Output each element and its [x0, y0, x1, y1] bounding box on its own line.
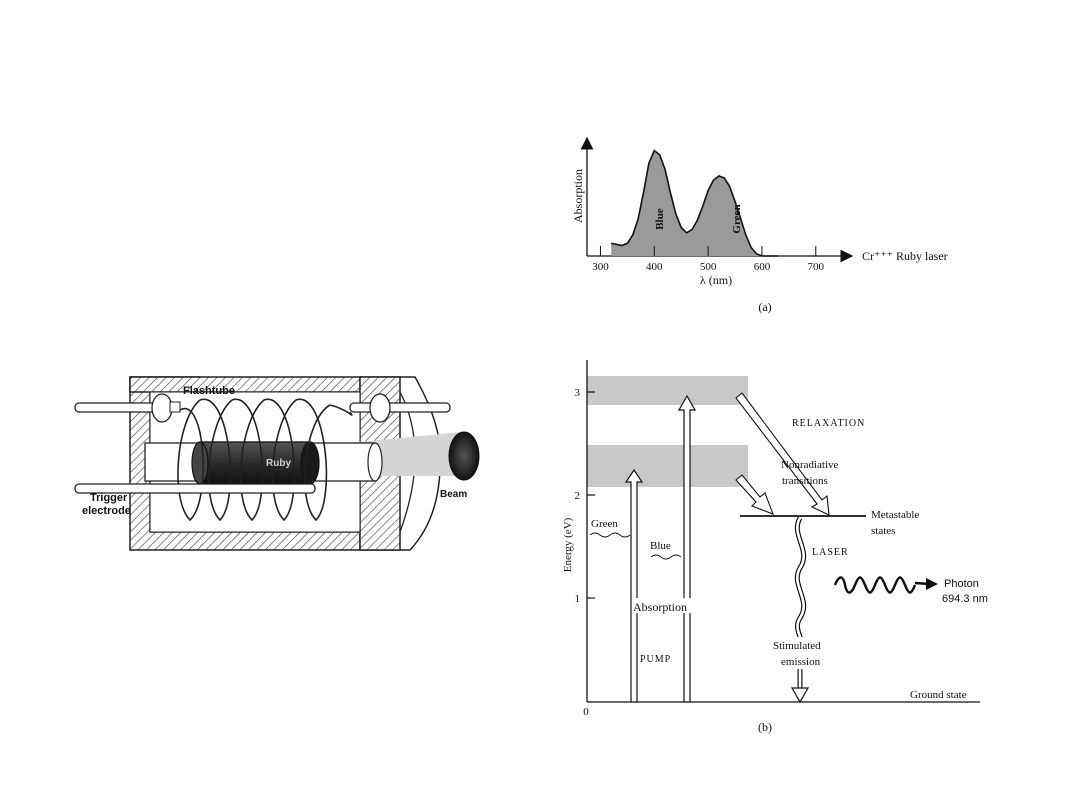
- metastable-label-line2: states: [871, 525, 895, 537]
- metastable-label-line1: Metastable: [871, 509, 919, 521]
- absorption-ticks: 300 400 500 600 700: [592, 246, 825, 273]
- absorption-ylabel: Absorption: [571, 169, 585, 223]
- nonradiative-label-line1: Nonradiative: [781, 459, 839, 471]
- housing-top-wall: [129, 376, 361, 393]
- ground-state-label: Ground state: [910, 689, 967, 701]
- relaxation-label: RELAXATION: [792, 418, 865, 429]
- ruby-laser-apparatus: Flashtube Ruby Beam Trigger electrode: [74, 376, 480, 551]
- energy-level-diagram: 3 2 1 0 Energy (eV) RELAXATION Nonradiat…: [562, 360, 988, 734]
- photon-arrowhead: [926, 578, 938, 590]
- energy-tick-label-0: 0: [583, 706, 589, 718]
- nonradiative-label-line2: transitions: [782, 475, 828, 487]
- pump-label: PUMP: [640, 654, 671, 665]
- absorption-xlabel: λ (nm): [700, 273, 732, 287]
- trigger-label-line1: Trigger: [90, 492, 128, 504]
- photon-wave: [833, 576, 917, 594]
- stimulated-label-line2: emission: [781, 656, 821, 668]
- blue-label: Blue: [650, 540, 671, 552]
- peak-label-blue: Blue: [654, 208, 666, 230]
- ruby-rod-left-end: [191, 441, 209, 485]
- absorption-chart: 300 400 500 600 700 Absorption λ (nm) Blue G…: [571, 136, 948, 314]
- ruby-laser-annotation: Cr⁺⁺⁺ Ruby laser: [862, 249, 948, 263]
- absorption-curve: [611, 149, 779, 257]
- absorption-x-tick-label: 400: [646, 261, 663, 273]
- photon-label-line2: 694.3 nm: [942, 593, 988, 605]
- beam-label: Beam: [440, 489, 467, 500]
- trigger-label-line2: electrode: [82, 505, 131, 517]
- ruby-label: Ruby: [266, 458, 291, 469]
- relaxation-arrow-lower: [735, 474, 774, 515]
- panel-label-b: (b): [758, 720, 772, 734]
- ruby-rod-right-end: [300, 441, 320, 485]
- flashtube-left-bulb: [151, 393, 173, 423]
- energy-tick-label-2: 2: [575, 490, 581, 502]
- absorption-x-tick-label: 700: [808, 261, 825, 273]
- energy-tick-label-1: 1: [575, 593, 581, 605]
- peak-label-green: Green: [731, 204, 743, 233]
- absorption-label-bg: [632, 598, 696, 613]
- blue-squiggle: [650, 554, 682, 560]
- absorption-area-layer: [611, 149, 779, 257]
- absorption-x-tick-label: 600: [754, 261, 771, 273]
- panel-label-a: (a): [758, 300, 771, 314]
- relaxation-arrow-upper: [735, 392, 830, 516]
- laser-emission-arrowhead: [790, 687, 810, 704]
- flashtube-coil: [177, 398, 353, 522]
- flashtube-right-electrode: [349, 402, 451, 413]
- beam-spot: [448, 431, 480, 481]
- laser-emission-arrow-inner: [796, 517, 805, 690]
- laser-label: LASER: [812, 547, 849, 558]
- lower-absorption-band: [587, 445, 748, 487]
- absorption-x-tick-label: 300: [592, 261, 609, 273]
- flashtube-label: Flashtube: [183, 385, 235, 397]
- photon-label-line1: Photon: [944, 578, 979, 590]
- upper-absorption-band: [587, 376, 748, 405]
- stimulated-label-bg: [772, 637, 836, 669]
- green-pump-arrow: [624, 468, 644, 703]
- absorption-label: Absorption: [633, 600, 687, 614]
- blue-pump-arrow: [677, 394, 697, 703]
- flashtube-filament: [169, 401, 181, 413]
- trigger-electrode-rod: [74, 483, 316, 494]
- flashtube-right-bulb: [369, 393, 391, 423]
- absorption-x-tick-label: 500: [700, 261, 717, 273]
- green-label: Green: [591, 518, 618, 530]
- absorption-area: [611, 150, 779, 256]
- energy-ylabel: Energy (eV): [562, 517, 574, 572]
- green-squiggle: [589, 532, 631, 538]
- holder-end: [367, 442, 383, 482]
- energy-tick-label-3: 3: [575, 387, 581, 399]
- stimulated-label-line1: Stimulated: [773, 640, 821, 652]
